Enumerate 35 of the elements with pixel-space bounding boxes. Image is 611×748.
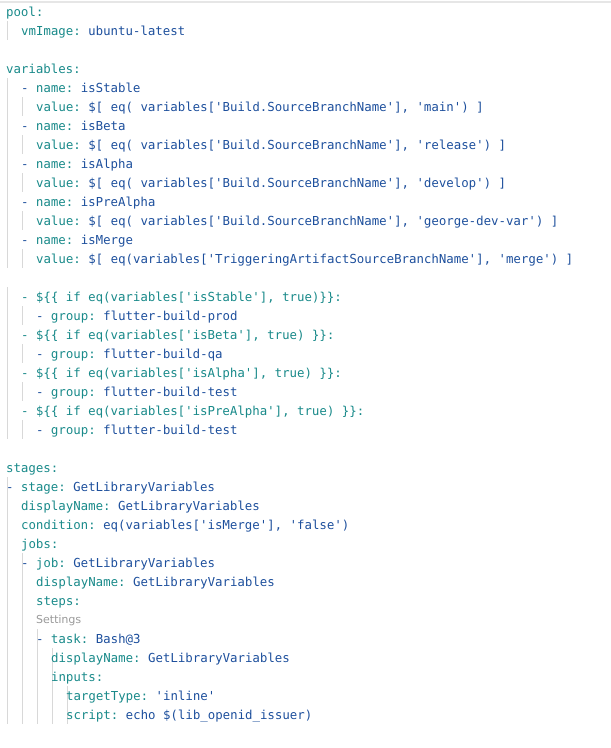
code-line: value: $[ eq( variables['Build.SourceBranchName'], 'main') ] bbox=[36, 98, 484, 115]
code-line: - name: isMerge bbox=[21, 231, 133, 248]
code-line: - name: isAlpha bbox=[21, 155, 133, 172]
code-line: jobs: bbox=[21, 535, 58, 552]
codelens-hint: Settings bbox=[36, 613, 82, 626]
code-line: displayName: GetLibraryVariables bbox=[51, 649, 290, 666]
code-line: - ${{ if eq(variables['isBeta'], true) }}: bbox=[21, 326, 334, 343]
code-line: value: $[ eq( variables['Build.SourceBranchName'], 'develop') ] bbox=[36, 174, 506, 191]
code-line: value: $[ eq(variables['TriggeringArtifactSourceBranchName'], 'merge') ] bbox=[36, 250, 574, 267]
code-line: - group: flutter-build-qa bbox=[36, 345, 223, 362]
code-line: - group: flutter-build-test bbox=[36, 383, 238, 400]
code-line: condition: eq(variables['isMerge'], 'false') bbox=[21, 516, 350, 533]
code-line: pool: bbox=[6, 3, 44, 20]
code-line: displayName: GetLibraryVariables bbox=[36, 573, 275, 590]
code-line: value: $[ eq( variables['Build.SourceBranchName'], 'release') ] bbox=[36, 136, 506, 153]
code-line: value: $[ eq( variables['Build.SourceBranchName'], 'george-dev-var') ] bbox=[36, 212, 558, 229]
code-line: - name: isStable bbox=[21, 79, 140, 96]
code-line: - ${{ if eq(variables['isAlpha'], true) }}: bbox=[21, 364, 342, 381]
code-line: - name: isBeta bbox=[21, 117, 126, 134]
code-line: - name: isPreAlpha bbox=[21, 193, 156, 210]
code-line: vmImage: ubuntu-latest bbox=[21, 22, 186, 39]
code-line: stages: bbox=[6, 459, 58, 476]
code-line: - ${{ if eq(variables['isPreAlpha'], true) }}: bbox=[21, 402, 364, 419]
code-line: steps: bbox=[36, 592, 81, 609]
code-line: - group: flutter-build-prod bbox=[36, 307, 238, 324]
code-line: - group: flutter-build-test bbox=[36, 421, 238, 438]
code-line: variables: bbox=[6, 60, 81, 77]
code-line: inputs: bbox=[51, 668, 104, 685]
code-line: - task: Bash@3 bbox=[36, 630, 140, 647]
code-line: script: echo $(lib_openid_issuer) bbox=[66, 706, 312, 723]
code-line: - stage: GetLibraryVariables bbox=[6, 478, 215, 495]
code-line: displayName: GetLibraryVariables bbox=[21, 497, 260, 514]
code-line: targetType: 'inline' bbox=[66, 687, 216, 704]
code-line: - ${{ if eq(variables['isStable'], true)}}: bbox=[21, 288, 342, 305]
code-line: - job: GetLibraryVariables bbox=[21, 554, 215, 571]
